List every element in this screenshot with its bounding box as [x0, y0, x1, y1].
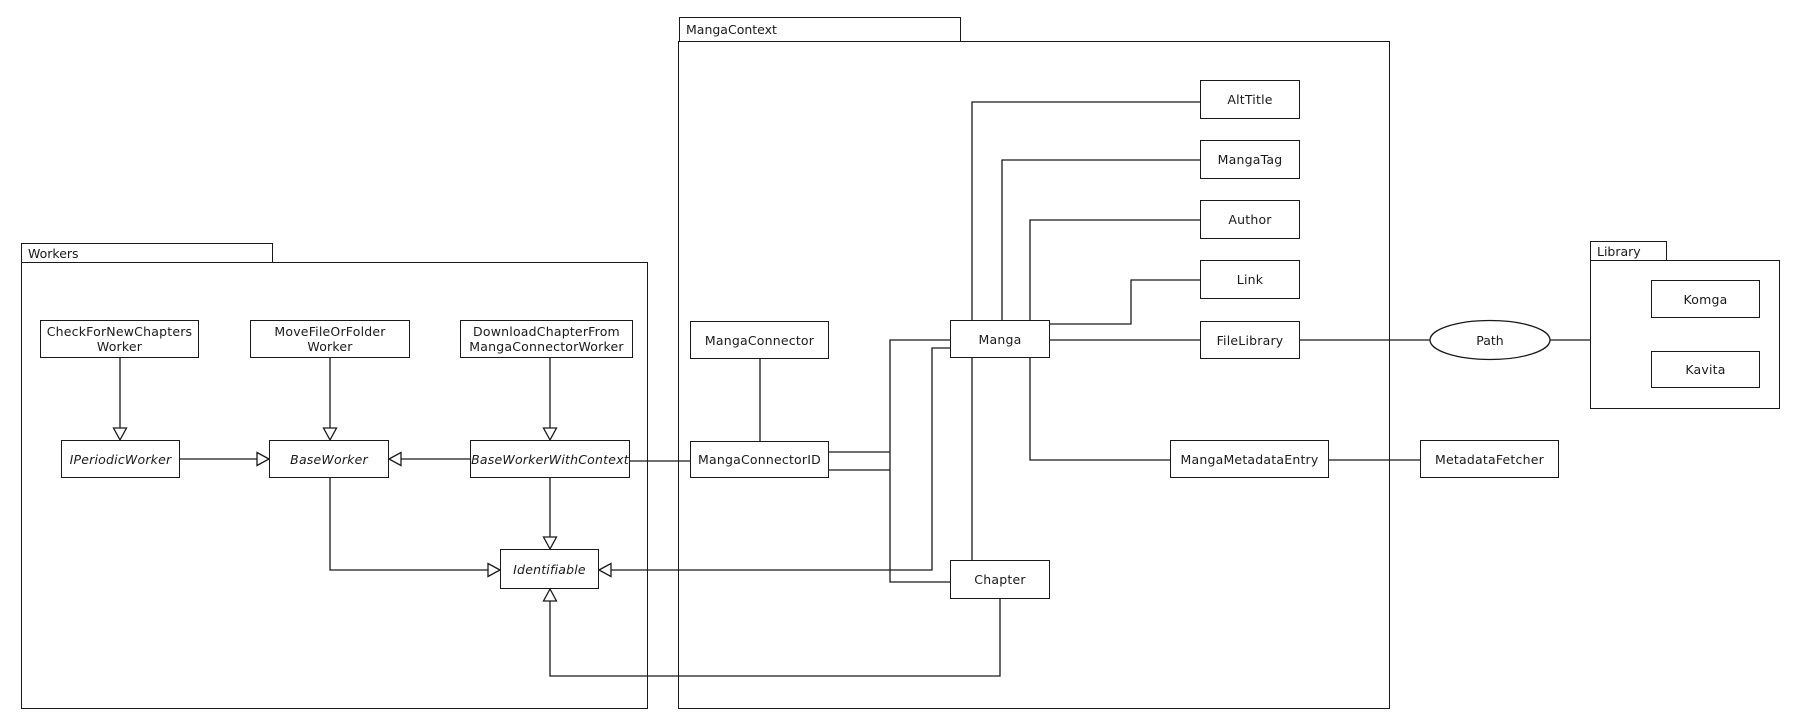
node-label: MangaConnectorID — [698, 452, 821, 467]
generalization-arrow-icon — [387, 451, 402, 467]
node-label: Manga — [978, 331, 1022, 347]
generalization-arrow-icon — [597, 562, 612, 578]
node-i-periodic-worker: IPeriodicWorker — [61, 440, 180, 478]
node-manga-metadata-entry: MangaMetadataEntry — [1170, 440, 1329, 478]
edge-manga-to-link — [1050, 279, 1200, 325]
node-alt-title: AltTitle — [1200, 80, 1300, 119]
node-label: MangaTag — [1217, 152, 1283, 167]
node-label: Path — [1476, 333, 1504, 348]
generalization-arrow-icon — [322, 427, 338, 442]
node-move-file-or-folder-worker: MoveFileOrFolder Worker — [250, 320, 410, 358]
edge-manga-to-alttitle — [971, 101, 1200, 320]
node-manga: Manga — [950, 320, 1050, 358]
node-author: Author — [1200, 200, 1300, 239]
node-label: BaseWorkerWithContext — [471, 451, 629, 467]
edge-manga-to-identifiable — [611, 347, 950, 571]
node-label: Author — [1228, 212, 1272, 227]
node-chapter: Chapter — [950, 560, 1050, 599]
node-check-for-new-chapters-worker: CheckForNewChapters Worker — [40, 320, 199, 358]
generalization-arrow-icon — [542, 536, 558, 551]
edge-chapter-to-identifiable — [549, 599, 1001, 677]
node-metadata-fetcher: MetadataFetcher — [1420, 440, 1559, 478]
node-identifiable: Identifiable — [500, 549, 599, 589]
node-label: BaseWorker — [290, 451, 368, 467]
node-label: FileLibrary — [1216, 332, 1284, 348]
node-manga-connector: MangaConnector — [690, 321, 829, 359]
node-label: Kavita — [1685, 362, 1726, 377]
package-library — [1590, 260, 1780, 409]
edge-baseworker-to-identifiable — [329, 478, 488, 571]
node-label: Identifiable — [513, 561, 586, 577]
node-base-worker: BaseWorker — [269, 440, 389, 478]
package-label: Workers — [28, 245, 79, 261]
node-label: Komga — [1683, 291, 1728, 307]
package-workers — [21, 262, 648, 709]
node-label-line: MangaConnectorWorker — [469, 339, 624, 354]
package-tab-library: Library — [1590, 241, 1667, 261]
node-label-line: CheckForNewChapters — [46, 324, 193, 339]
generalization-arrow-icon — [112, 427, 128, 442]
node-label-line: MoveFileOrFolder — [274, 324, 386, 339]
node-label: MangaMetadataEntry — [1180, 451, 1319, 467]
node-manga-connector-id: MangaConnectorID — [690, 441, 829, 478]
edge-manga-to-author — [1029, 219, 1200, 320]
node-path: Path — [1430, 321, 1550, 360]
node-label: IPeriodicWorker — [69, 451, 172, 467]
path-ellipse — [1429, 319, 1551, 361]
node-link: Link — [1200, 260, 1300, 299]
node-label: Link — [1236, 272, 1264, 287]
node-label: Chapter — [974, 572, 1026, 587]
node-label-line: Worker — [96, 339, 143, 354]
edge-manga-to-mangametadataentry — [1029, 358, 1170, 461]
edge-manga-to-mangatag — [1001, 159, 1200, 320]
package-label: Library — [1597, 243, 1641, 259]
node-label-line: DownloadChapterFrom — [473, 324, 620, 339]
edge-mangaconnectorid-manga-chapter-trunk — [889, 339, 950, 583]
generalization-arrow-icon — [542, 427, 558, 442]
generalization-arrow-icon — [256, 451, 271, 467]
node-file-library: FileLibrary — [1200, 321, 1300, 359]
node-manga-tag: MangaTag — [1200, 140, 1300, 179]
node-download-chapter-worker: DownloadChapterFrom MangaConnectorWorker — [460, 320, 633, 358]
node-label: MangaConnector — [704, 332, 815, 348]
node-komga: Komga — [1651, 280, 1760, 318]
generalization-arrow-icon — [487, 562, 502, 578]
node-kavita: Kavita — [1651, 351, 1760, 388]
node-base-worker-with-context: BaseWorkerWithContext — [470, 440, 630, 478]
node-label-line: Worker — [307, 339, 353, 354]
node-label: MetadataFetcher — [1435, 451, 1544, 467]
package-label: MangaContext — [686, 22, 777, 37]
node-label: AltTitle — [1227, 92, 1273, 107]
generalization-arrow-icon — [542, 587, 558, 602]
package-manga-context — [678, 41, 1390, 709]
